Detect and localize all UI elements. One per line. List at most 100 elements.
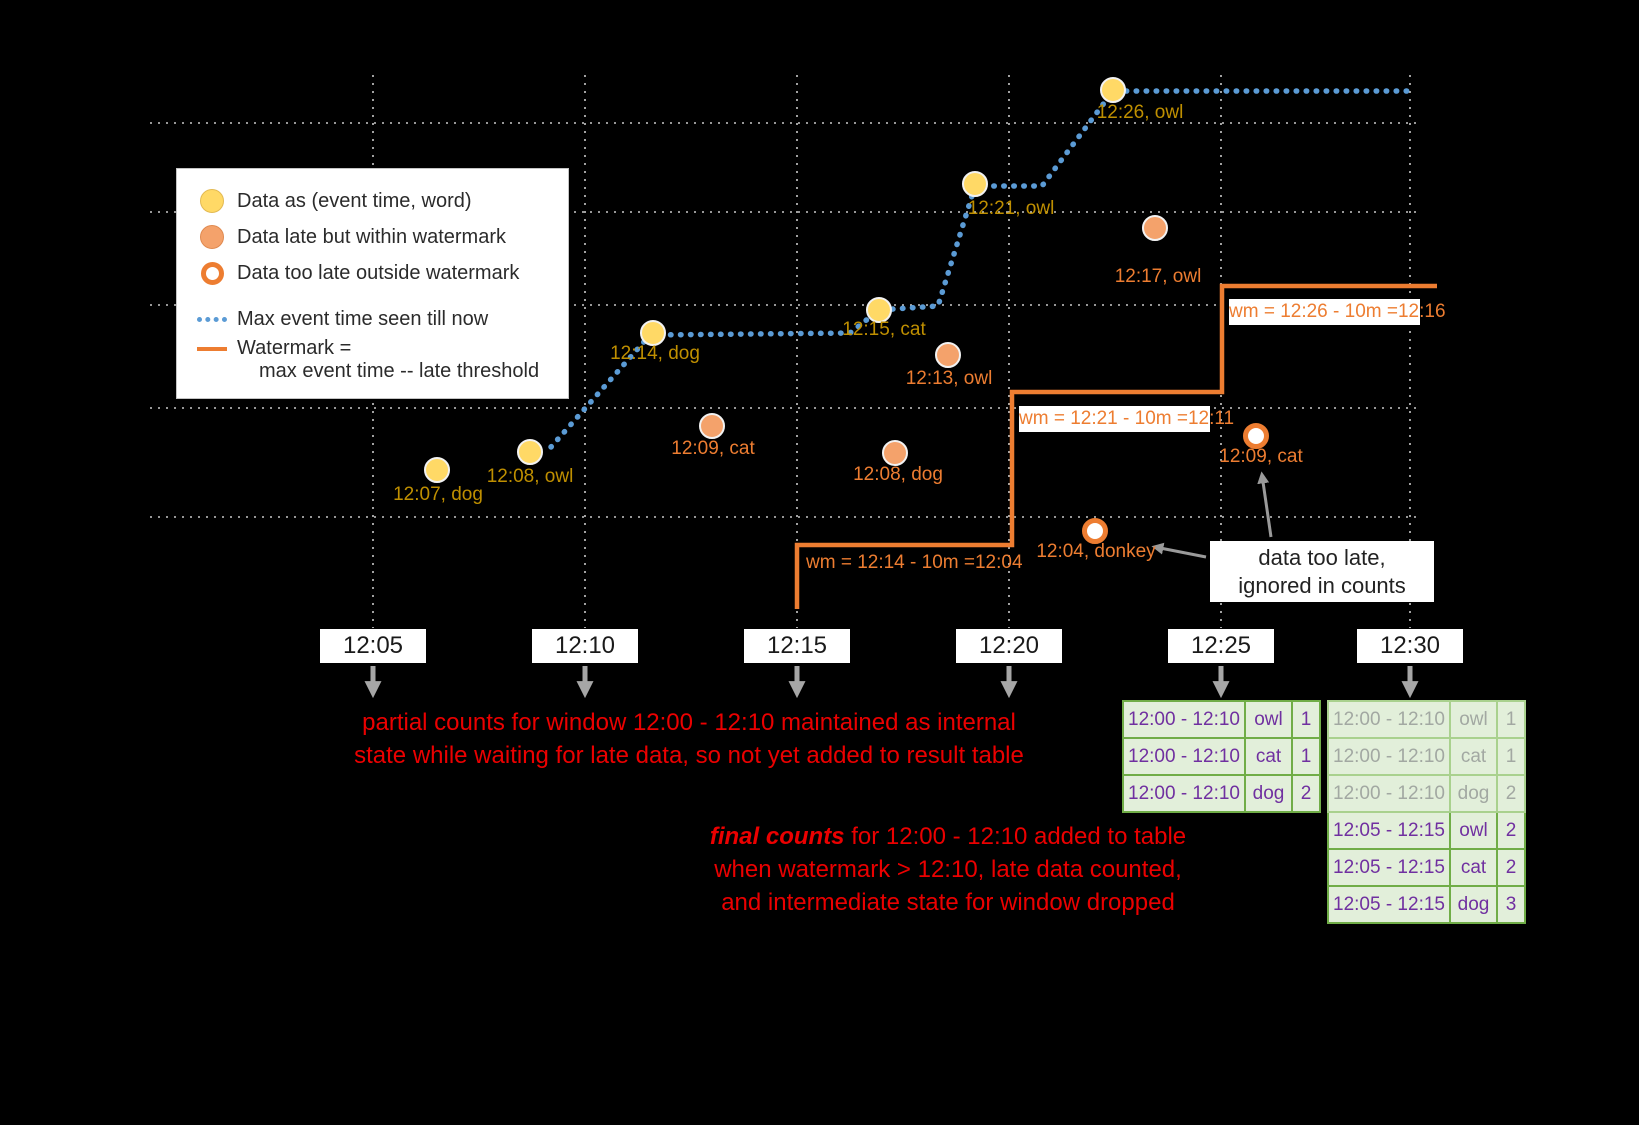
result-cell: 12:00 - 12:10 [1122, 700, 1246, 739]
legend-item-watermark: Watermark = max event time -- late thres… [197, 337, 568, 397]
data-point-label: 12:26, owl [1096, 102, 1184, 123]
gridlines [150, 75, 1416, 628]
legend-item-too-late: Data too late outside watermark [197, 255, 568, 291]
final-counts-emphasis: final counts [709, 823, 845, 850]
data-point-ontime [517, 439, 543, 465]
result-cell: 12:00 - 12:10 [1122, 737, 1246, 776]
result-cell: dog [1244, 774, 1293, 813]
time-label-12-25: 12:25 [1168, 629, 1274, 663]
data-point-ontime [962, 171, 988, 197]
time-label-12-10: 12:10 [532, 629, 638, 663]
result-cell: 12:00 - 12:10 [1327, 737, 1451, 776]
data-point-toolate [1243, 423, 1269, 449]
data-point-ontime [866, 297, 892, 323]
data-point-toolate [1082, 518, 1108, 544]
legend-label: Data too late outside watermark [237, 261, 520, 284]
too-late-note: data too late, ignored in counts [1210, 541, 1434, 602]
final-counts-line-1: final counts for 12:00 - 12:10 added to … [709, 823, 1187, 850]
result-cell: 2 [1496, 774, 1526, 813]
data-point-label: 12:14, dog [610, 343, 700, 364]
max-event-time-line-icon [197, 316, 227, 322]
data-point-late [1142, 215, 1168, 241]
final-counts-line-3: and intermediate state for window droppe… [721, 889, 1175, 917]
result-cell: 2 [1291, 774, 1321, 813]
late-dot-icon [197, 225, 227, 249]
legend-label: Watermark = [237, 337, 352, 359]
watermark-value-3: wm = 12:26 - 10m =12:16 [1229, 299, 1446, 325]
data-point-label: 12:07, dog [393, 484, 483, 505]
legend-item-ontime: Data as (event time, word) [197, 183, 568, 219]
data-point-label: 12:08, dog [853, 464, 943, 485]
result-cell: 12:05 - 12:15 [1327, 811, 1451, 850]
watermark-value-1: wm = 12:14 - 10m =12:04 [806, 552, 1023, 573]
result-cell: 12:00 - 12:10 [1327, 700, 1451, 739]
too-late-ring-icon [197, 261, 227, 285]
too-late-line-2: ignored in counts [1238, 572, 1406, 598]
result-cell: 12:05 - 12:15 [1327, 885, 1451, 924]
result-cell: cat [1449, 848, 1498, 887]
data-point-late [882, 440, 908, 466]
result-cell: 2 [1496, 848, 1526, 887]
annotation-arrows [1151, 471, 1273, 559]
partial-counts-line-1: partial counts for window 12:00 - 12:10 … [362, 709, 1016, 736]
result-cell: owl [1449, 700, 1498, 739]
arrow-to-donkey-point [1151, 542, 1207, 559]
result-cell: 2 [1496, 811, 1526, 850]
legend-sublabel: max event time -- late threshold [259, 360, 540, 382]
time-label-12-20: 12:20 [956, 629, 1062, 663]
data-point-label: 12:15, cat [842, 319, 926, 340]
result-cell: dog [1449, 885, 1498, 924]
data-point-label: 12:04, donkey [1036, 541, 1156, 562]
result-cell: cat [1449, 737, 1498, 776]
data-point-late [935, 342, 961, 368]
data-point-label: 12:09, cat [1219, 446, 1303, 467]
final-counts-line-2: when watermark > 12:10, late data counte… [714, 856, 1182, 884]
data-point-ontime [424, 457, 450, 483]
result-cell: 12:05 - 12:15 [1327, 848, 1451, 887]
result-cell: cat [1244, 737, 1293, 776]
result-cell: owl [1244, 700, 1293, 739]
ontime-dot-icon [197, 189, 227, 213]
result-cell: 3 [1496, 885, 1526, 924]
result-cell: 1 [1291, 700, 1321, 739]
watermark-value-2: wm = 12:21 - 10m =12:11 [1019, 406, 1234, 432]
final-counts-note: final counts for 12:00 - 12:10 added to … [698, 820, 1198, 919]
data-point-label: 12:08, owl [486, 466, 574, 487]
too-late-line-1: data too late, [1258, 545, 1386, 570]
result-cell: owl [1449, 811, 1498, 850]
data-point-ontime [640, 320, 666, 346]
legend-label: Max event time seen till now [237, 307, 489, 330]
time-label-12-30: 12:30 [1357, 629, 1463, 663]
watermark-line-icon [197, 347, 227, 351]
data-point-late [699, 413, 725, 439]
data-point-label: 12:17, owl [1114, 266, 1202, 287]
partial-counts-note: partial counts for window 12:00 - 12:10 … [329, 706, 1049, 772]
result-cell: 1 [1496, 737, 1526, 776]
legend-item-max-event-time: Max event time seen till now [197, 301, 568, 337]
result-cell: 12:00 - 12:10 [1327, 774, 1451, 813]
watermark-line [794, 283, 1437, 609]
time-label-12-15: 12:15 [744, 629, 850, 663]
data-point-label: 12:21, owl [967, 198, 1055, 219]
result-cell: 12:00 - 12:10 [1122, 774, 1246, 813]
partial-counts-line-2: state while waiting for late data, so no… [354, 742, 1024, 770]
legend-label: Data late but within watermark [237, 225, 507, 248]
result-cell: 1 [1291, 737, 1321, 776]
result-cell: dog [1449, 774, 1498, 813]
data-point-label: 12:13, owl [905, 368, 993, 389]
max-event-time-line [548, 88, 1417, 450]
legend-label: Data as (event time, word) [237, 189, 472, 212]
arrow-to-late-cat-point [1257, 471, 1273, 538]
data-point-ontime [1100, 77, 1126, 103]
